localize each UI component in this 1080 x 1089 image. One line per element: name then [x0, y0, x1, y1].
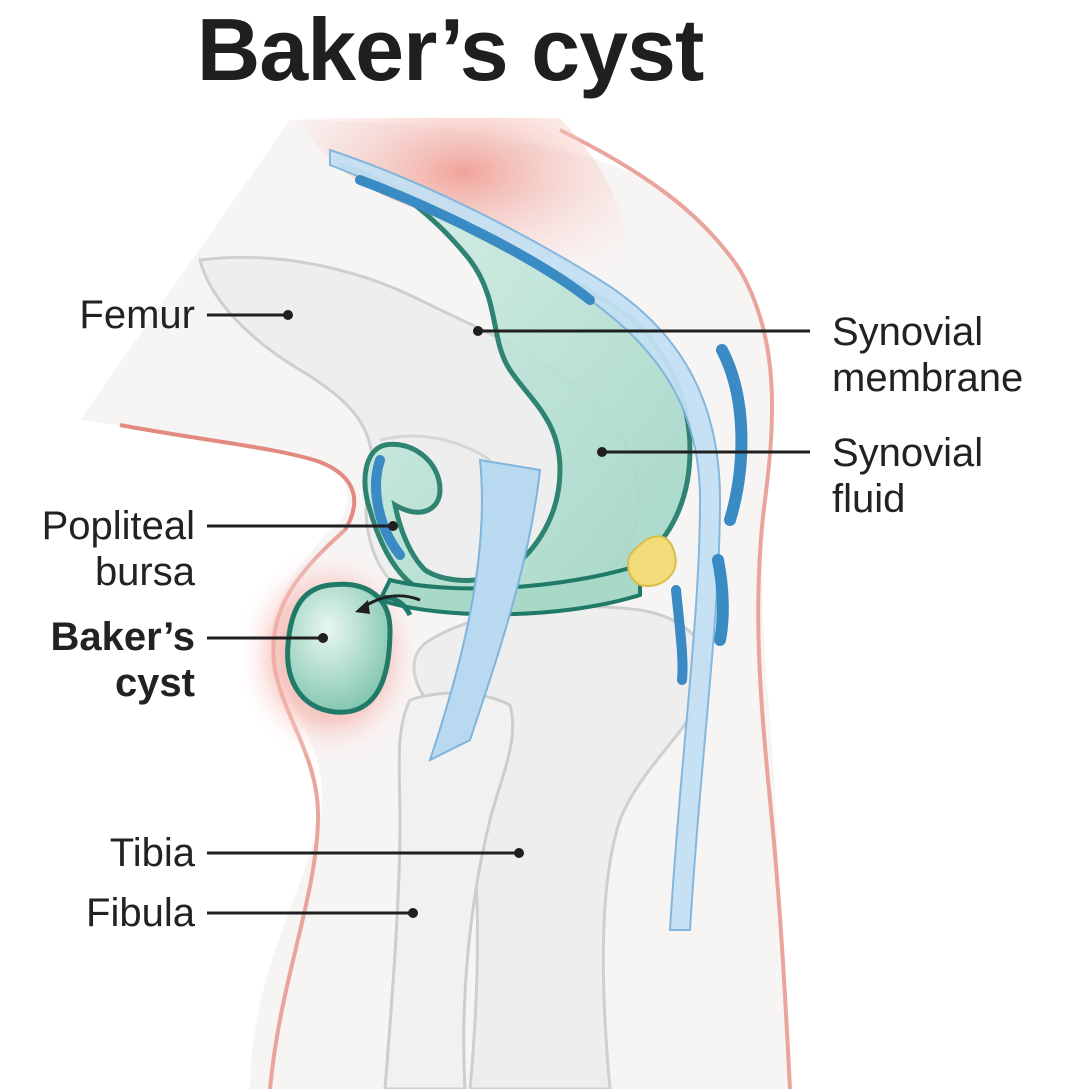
label-tibia-text: Tibia: [109, 831, 195, 875]
label-synovial-fluid: Synovial fluid: [832, 430, 983, 522]
label-popliteal-bursa-line2: bursa: [94, 550, 195, 594]
label-tibia: Tibia: [110, 830, 195, 876]
label-bakers-cyst-line2: cyst: [114, 661, 195, 705]
label-bakers-cyst-line1: Baker’s: [50, 615, 195, 659]
diagram-title: Baker’s cyst: [196, 0, 705, 99]
label-femur-text: Femur: [79, 293, 195, 337]
label-synovial-membrane-line1: Synovial: [832, 310, 984, 354]
label-fibula-text: Fibula: [86, 891, 195, 935]
label-popliteal-bursa: Popliteal bursa: [42, 503, 195, 595]
ligaments: [329, 148, 748, 931]
leader-lines: [207, 313, 810, 915]
label-fibula: Fibula: [86, 890, 195, 936]
fat-pad: [627, 535, 677, 587]
label-synovial-membrane: Synovial membrane: [832, 309, 1023, 401]
bakers-cyst-sac: [285, 581, 421, 715]
label-bakers-cyst: Baker’s cyst: [50, 614, 195, 706]
label-popliteal-bursa-line1: Popliteal: [41, 504, 195, 548]
label-synovial-fluid-line2: fluid: [832, 477, 906, 521]
label-synovial-fluid-line1: Synovial: [832, 431, 984, 475]
fibula-bone: [383, 691, 515, 1089]
label-femur: Femur: [79, 292, 195, 338]
label-synovial-membrane-line2: membrane: [832, 356, 1024, 400]
leader-dots: [283, 310, 607, 918]
